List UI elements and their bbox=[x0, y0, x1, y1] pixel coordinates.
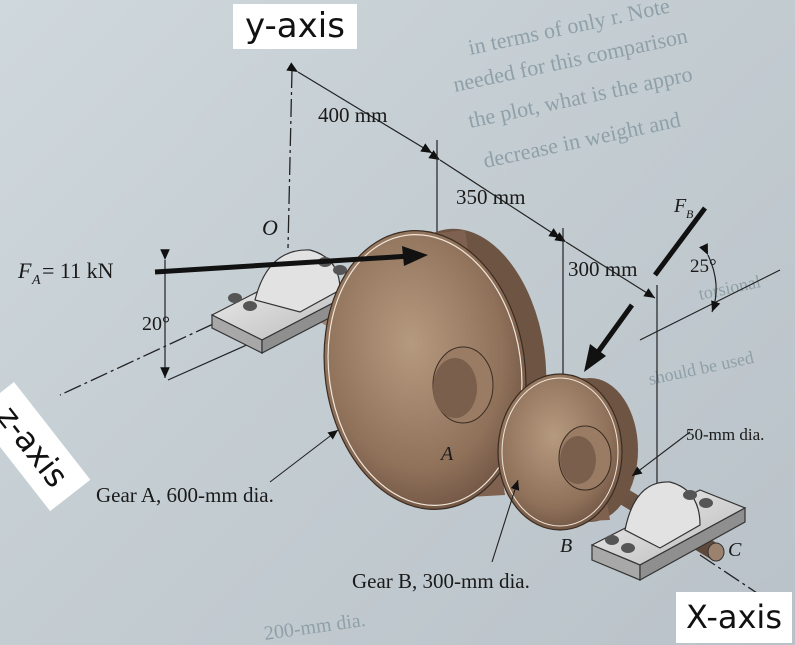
point-c: C bbox=[728, 539, 742, 561]
force-fa-arrow bbox=[154, 253, 411, 275]
y-axis-line bbox=[287, 69, 293, 249]
gear-b bbox=[497, 373, 638, 531]
force-fb-line bbox=[652, 206, 708, 277]
point-a: A bbox=[439, 443, 454, 465]
dim-50-dia: 50-mm dia. bbox=[686, 425, 764, 444]
point-o: O bbox=[262, 215, 278, 240]
fa-subscript: A bbox=[31, 273, 41, 288]
point-b: B bbox=[560, 535, 572, 557]
fa-angle: 20° bbox=[142, 313, 170, 335]
fb-subscript: B bbox=[686, 207, 694, 221]
dim-400: 400 mm bbox=[318, 103, 387, 127]
label-gear-a: Gear A, 600-mm dia. bbox=[96, 483, 274, 507]
fa-value: = 11 kN bbox=[42, 258, 114, 283]
x-axis-tag: X-axis bbox=[676, 592, 792, 644]
bearing-c bbox=[590, 481, 747, 582]
x-axis-line bbox=[699, 554, 761, 596]
y-axis-tag: y-axis bbox=[233, 4, 357, 50]
dim-350: 350 mm bbox=[456, 185, 525, 209]
bg-text-7: 200-mm dia. bbox=[263, 609, 367, 645]
force-fb-arrow bbox=[595, 303, 635, 354]
fb-angle: 25° bbox=[690, 256, 717, 277]
label-gear-b: Gear B, 300-mm dia. bbox=[352, 569, 530, 593]
fa-symbol: F bbox=[17, 258, 32, 283]
dim-300: 300 mm bbox=[568, 257, 637, 281]
bg-text-6: should be used bbox=[647, 347, 756, 389]
fb-symbol: F bbox=[673, 195, 687, 217]
